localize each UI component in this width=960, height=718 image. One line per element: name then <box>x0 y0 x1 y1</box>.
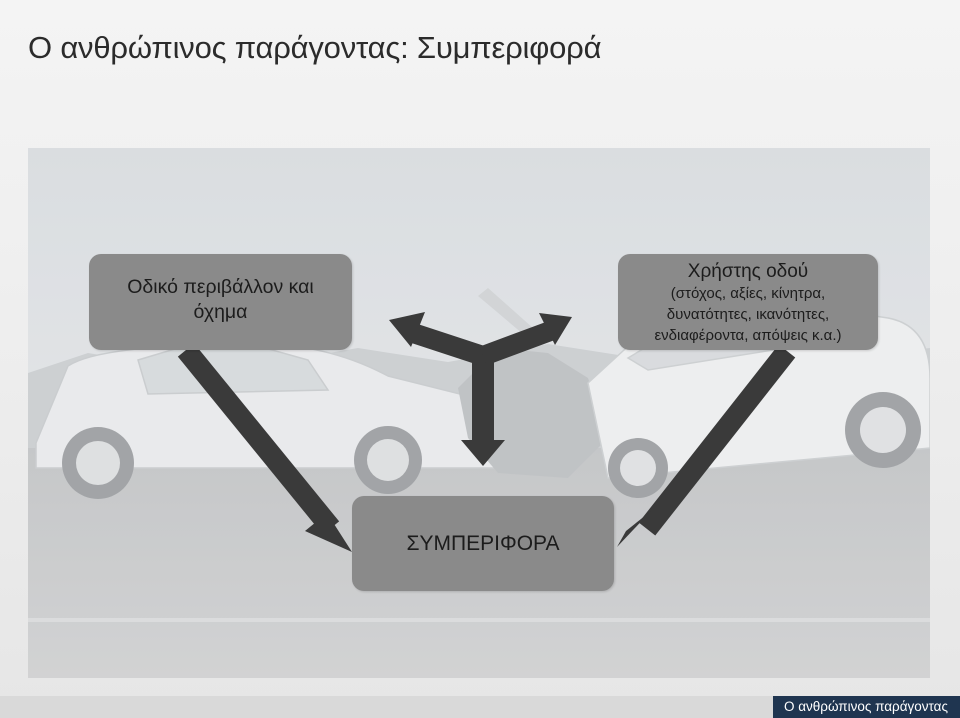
road-user-heading: Χρήστης οδού <box>687 261 809 282</box>
road-user-line2: δυνατότητες, ικανότητες, <box>666 306 830 323</box>
behavior-label: ΣΥΜΠΕΡΙΦΟΡΑ <box>406 532 560 555</box>
road-user-line1: (στόχος, αξίες, κίνητρα, <box>670 285 826 302</box>
footer-bar <box>0 696 960 718</box>
arrow-center-down-head <box>461 440 505 466</box>
behavior-box: ΣΥΜΠΕΡΙΦΟΡΑ <box>352 496 614 591</box>
arrow-left-to-behavior-head <box>305 513 352 552</box>
arrow-center-right <box>479 320 557 366</box>
road-environment-line2: όχημα <box>193 301 248 323</box>
arrow-right-to-behavior-head <box>617 511 651 547</box>
arrow-right-to-behavior <box>638 344 796 536</box>
road-environment-box: Οδικό περιβάλλον και όχημα <box>89 254 352 350</box>
road-user-line3: ενδιαφέροντα, απόψεις κ.α.) <box>654 327 842 344</box>
arrow-left-to-behavior <box>177 343 340 535</box>
road-environment-text: Οδικό περιβάλλον και όχημα <box>89 275 352 325</box>
road-user-details: (στόχος, αξίες, κίνητρα, δυνατότητες, ικ… <box>604 283 892 346</box>
footer-label: Ο ανθρώπινος παράγοντας <box>773 696 960 718</box>
arrow-center-left <box>406 322 487 366</box>
slide-title: Ο ανθρώπινος παράγοντας: Συμπεριφορά <box>28 30 602 65</box>
road-environment-line1: Οδικό περιβάλλον και <box>127 276 314 298</box>
arrow-center-left-head <box>389 312 425 347</box>
road-user-box: Χρήστης οδού (στόχος, αξίες, κίνητρα, δυ… <box>618 254 878 350</box>
arrow-center-right-head <box>539 313 572 345</box>
